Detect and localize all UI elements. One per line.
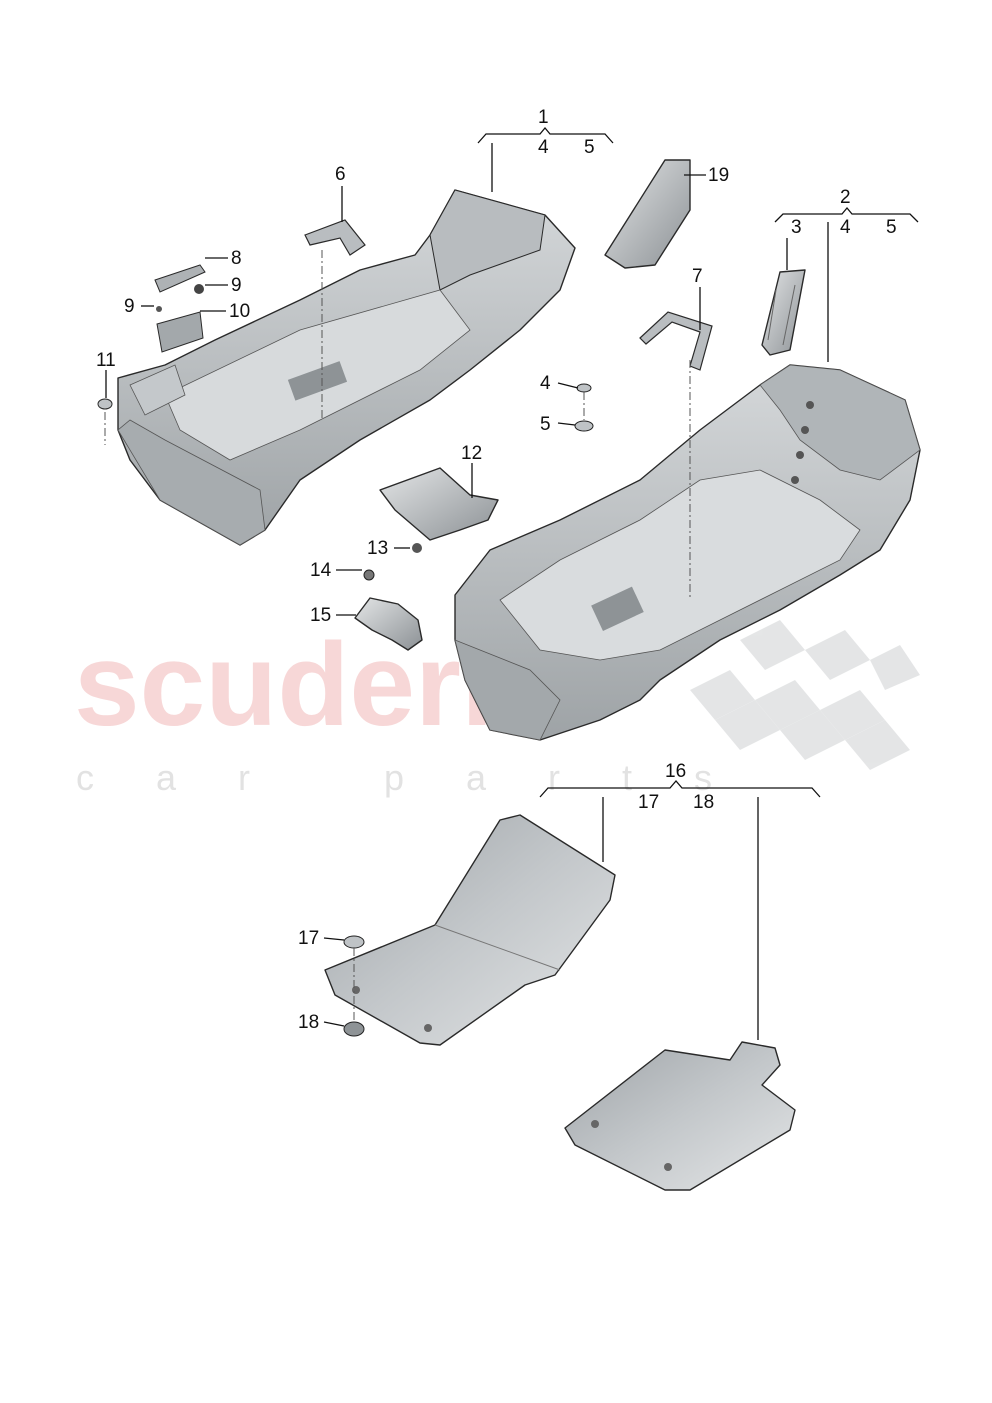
part-9-nut-small <box>156 306 162 312</box>
part-7-bracket <box>639 311 713 371</box>
callout-2-3: 3 <box>791 217 802 238</box>
callout-9-right: 9 <box>231 275 242 296</box>
part-4-washer <box>576 383 592 393</box>
callout-13: 13 <box>367 538 388 559</box>
callout-19: 19 <box>708 165 729 186</box>
part-9-nut <box>194 284 204 294</box>
callout-8: 8 <box>231 248 242 269</box>
front-floor-mat <box>324 814 616 1046</box>
part-10-plate <box>156 311 204 353</box>
checkered-flag-icon <box>690 620 920 770</box>
callout-2: 2 <box>840 187 851 208</box>
part-8-clip <box>154 264 206 293</box>
left-floor-covering <box>117 189 576 546</box>
callout-2-5: 5 <box>886 217 897 238</box>
right-floor-covering <box>454 364 921 741</box>
callout-17: 17 <box>298 928 319 949</box>
callout-16-18: 18 <box>693 792 714 813</box>
callout-7: 7 <box>692 266 703 287</box>
callout-15: 15 <box>310 605 331 626</box>
part-19-pad <box>604 159 691 269</box>
leader-lines <box>104 126 919 1040</box>
callout-1: 1 <box>538 107 549 128</box>
callout-labels: 1 4 5 2 3 4 5 19 6 7 8 9 9 10 11 12 13 1… <box>96 107 897 1033</box>
callout-12: 12 <box>461 443 482 464</box>
part-12-cover <box>379 467 499 541</box>
callout-14: 14 <box>310 560 332 581</box>
part-14-nut <box>363 569 375 581</box>
callout-6: 6 <box>335 164 346 185</box>
part-15-bracket <box>354 597 423 651</box>
part-5-washer <box>574 420 594 432</box>
callout-18: 18 <box>298 1012 319 1033</box>
callout-10: 10 <box>229 301 250 322</box>
callout-16: 16 <box>665 761 686 782</box>
watermark-sub: car parts <box>76 757 774 798</box>
callout-16-17: 17 <box>638 792 659 813</box>
callout-5: 5 <box>540 414 551 435</box>
part-17-fastener <box>343 935 365 949</box>
callout-2-4: 4 <box>840 217 851 238</box>
callout-9-left: 9 <box>124 296 135 317</box>
callout-4: 4 <box>540 373 551 394</box>
part-18-fastener <box>343 1021 365 1037</box>
callout-1-5: 5 <box>584 137 595 158</box>
callout-1-4: 4 <box>538 137 549 158</box>
part-11-clip <box>97 398 113 410</box>
part-3-pad <box>761 269 806 356</box>
rear-floor-mat <box>564 1041 796 1191</box>
part-13-clip <box>412 543 422 553</box>
callout-11: 11 <box>96 350 116 371</box>
part-6-bracket <box>304 219 366 256</box>
